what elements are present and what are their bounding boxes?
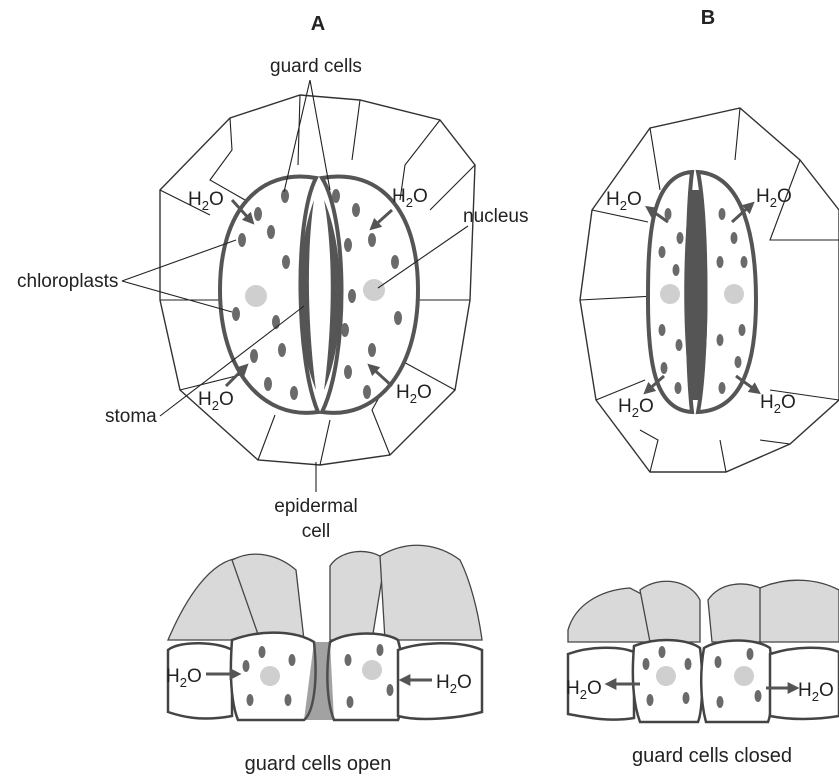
panel-a-cross-section: H2O H2O guard cells open — [166, 545, 482, 775]
panel-a-heading: A — [311, 13, 325, 35]
nucleus-xs-b-left — [656, 666, 676, 686]
nucleus-label: nucleus — [463, 206, 529, 227]
stoma-label: stoma — [105, 406, 157, 427]
panel-a-caption: guard cells open — [245, 753, 392, 775]
panel-b-caption: guard cells closed — [632, 745, 792, 767]
epidermal-cell-label-line2: cell — [302, 521, 331, 542]
nucleus-b-left — [660, 284, 680, 304]
stoma-pore-b — [684, 190, 707, 400]
nucleus-xs-b-right — [734, 666, 754, 686]
panel-a-top-view: A — [17, 13, 529, 542]
panel-b-top-view: B — [580, 7, 839, 472]
panel-b-heading: B — [701, 7, 715, 29]
epidermal-cell-label-line1: epidermal — [274, 496, 357, 517]
nucleus-a-right — [363, 279, 385, 301]
nucleus-xs-a-right — [362, 660, 382, 680]
chloroplasts-label: chloroplasts — [17, 271, 118, 292]
panel-b-cross-section: H2O H2O guard cells closed — [566, 580, 839, 767]
nucleus-b-right — [724, 284, 744, 304]
guard-cells-label: guard cells — [270, 56, 362, 77]
nucleus-a-left — [245, 285, 267, 307]
nucleus-xs-a-left — [260, 666, 280, 686]
